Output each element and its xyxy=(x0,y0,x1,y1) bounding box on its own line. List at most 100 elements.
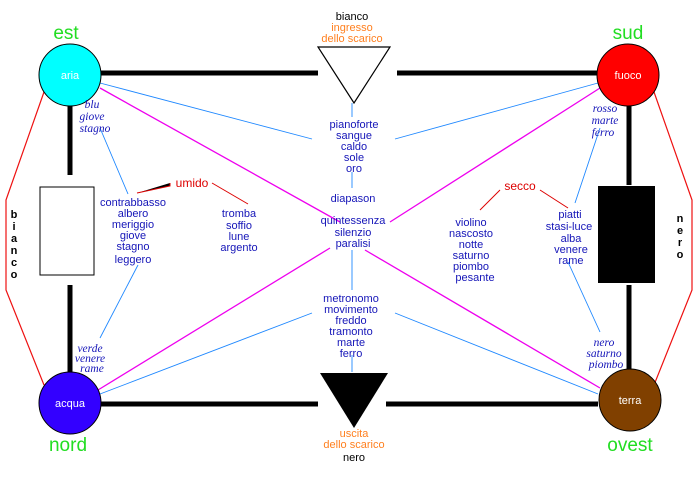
ne-assoc-item: ferro xyxy=(592,127,615,139)
umido-left-item: giove xyxy=(120,230,146,242)
se-assoc-item: nero xyxy=(594,337,615,349)
aria-circle xyxy=(38,43,102,107)
direction-est: est xyxy=(53,23,79,44)
right-vertical-word: n e r o xyxy=(677,213,684,261)
se-association: nero saturno piombo xyxy=(586,337,623,371)
blue-lines xyxy=(99,82,601,395)
top-color-label: bianco xyxy=(336,11,368,23)
secco-left-item: nascosto xyxy=(449,228,493,240)
frame-lines xyxy=(67,70,632,407)
secco-left-item: piombo xyxy=(453,261,489,273)
upper-center-item: sangue xyxy=(336,130,372,142)
se-assoc-item: saturno xyxy=(586,348,621,360)
red-side-lines xyxy=(5,91,693,386)
center-item: diapason xyxy=(331,193,376,205)
umido-left-item: albero xyxy=(118,208,149,220)
sw-assoc-item: venere xyxy=(75,353,105,365)
nw-association: blu giove stagno xyxy=(80,99,111,135)
ne-assoc-item: marte xyxy=(592,115,619,127)
right-vertical-letter: n xyxy=(677,213,684,225)
umido-left-item: stagno xyxy=(116,241,149,253)
right-vertical-letter: e xyxy=(677,225,683,237)
umido-left-group: contrabbasso albero meriggio giove stagn… xyxy=(100,197,166,266)
umido-right-group: tromba soffio lune argento xyxy=(220,208,257,254)
ne-assoc-item: rosso xyxy=(593,103,618,115)
umido-right-item: soffio xyxy=(226,220,252,232)
umido-right-item: lune xyxy=(229,231,250,243)
center-item: quintessenza xyxy=(321,215,387,227)
direction-nord: nord xyxy=(49,435,87,456)
umido-left-item: leggero xyxy=(115,254,152,266)
inlet-triangle xyxy=(316,46,392,105)
umido-label: umido xyxy=(176,176,209,190)
bottom-label-1: uscita xyxy=(340,428,370,440)
umido-right-item: argento xyxy=(220,242,257,254)
lower-center-item: tramonto xyxy=(329,326,372,338)
terra-label: terra xyxy=(619,395,643,407)
terra-circle xyxy=(598,368,662,432)
black-rectangle xyxy=(598,186,655,283)
secco-left-group: violino nascosto notte saturno piombo pe… xyxy=(449,217,495,284)
secco-right-item: alba xyxy=(561,233,583,245)
direction-sud: sud xyxy=(613,23,644,44)
outlet-triangle xyxy=(320,373,388,428)
umido-left-item: contrabbasso xyxy=(100,197,166,209)
red-connectors xyxy=(136,182,569,211)
lower-center-item: ferro xyxy=(340,348,363,360)
secco-right-item: venere xyxy=(554,244,588,256)
white-rectangle xyxy=(39,186,95,276)
top-label-1: ingresso xyxy=(331,22,373,34)
umido-right-item: tromba xyxy=(222,208,257,220)
secco-right-group: piatti stasi-luce alba venere rame xyxy=(546,209,592,267)
center-group: diapason quintessenza silenzio paralisi xyxy=(321,193,387,250)
secco-right-item: stasi-luce xyxy=(546,221,592,233)
nw-assoc-item: stagno xyxy=(80,123,111,135)
left-vertical-letter: n xyxy=(11,245,18,257)
secco-left-item: notte xyxy=(459,239,483,251)
left-vertical-letter: b xyxy=(11,209,18,221)
upper-center-item: pianoforte xyxy=(330,119,379,131)
center-item: silenzio xyxy=(335,227,372,239)
top-label-2: dello scarico xyxy=(321,33,382,45)
nw-assoc-item: blu xyxy=(85,99,100,111)
lower-center-item: marte xyxy=(337,337,365,349)
secco-left-item: saturno xyxy=(453,250,490,262)
right-vertical-letter: o xyxy=(677,249,684,261)
secco-right-item: piatti xyxy=(558,209,581,221)
upper-center-group: pianoforte sangue caldo sole oro xyxy=(330,119,379,175)
umido-left-item: meriggio xyxy=(112,219,154,231)
sw-association: verde venere rame xyxy=(75,343,105,375)
upper-center-item: sole xyxy=(344,152,364,164)
fuoco-label: fuoco xyxy=(615,70,642,82)
left-vertical-letter: i xyxy=(12,221,15,233)
secco-right-item: rame xyxy=(558,255,583,267)
lower-center-item: movimento xyxy=(324,304,378,316)
secco-label: secco xyxy=(504,179,536,193)
bottom-color-label: nero xyxy=(343,452,365,464)
nw-assoc-item: giove xyxy=(80,111,105,123)
upper-center-item: caldo xyxy=(341,141,367,153)
left-vertical-word: b i a n c o xyxy=(11,209,18,281)
right-vertical-letter: r xyxy=(678,237,683,249)
secco-left-item: pesante xyxy=(455,272,494,284)
sw-assoc-item: rame xyxy=(80,363,104,375)
upper-center-item: oro xyxy=(346,163,362,175)
fuoco-circle xyxy=(596,43,660,107)
left-vertical-letter: o xyxy=(11,269,18,281)
lower-center-group: metronomo movimento freddo tramonto mart… xyxy=(323,293,379,360)
se-assoc-item: piombo xyxy=(588,359,624,371)
left-vertical-letter: c xyxy=(11,257,17,269)
sw-assoc-item: verde xyxy=(77,343,102,355)
lower-center-item: freddo xyxy=(335,315,366,327)
acqua-circle xyxy=(38,371,102,435)
magenta-diagonals xyxy=(97,87,601,391)
aria-label: aria xyxy=(61,70,80,82)
ne-association: rosso marte ferro xyxy=(592,103,619,139)
direction-ovest: ovest xyxy=(607,435,653,456)
acqua-label: acqua xyxy=(55,398,86,410)
center-item: paralisi xyxy=(336,238,371,250)
secco-left-item: violino xyxy=(455,217,486,229)
lower-center-item: metronomo xyxy=(323,293,379,305)
